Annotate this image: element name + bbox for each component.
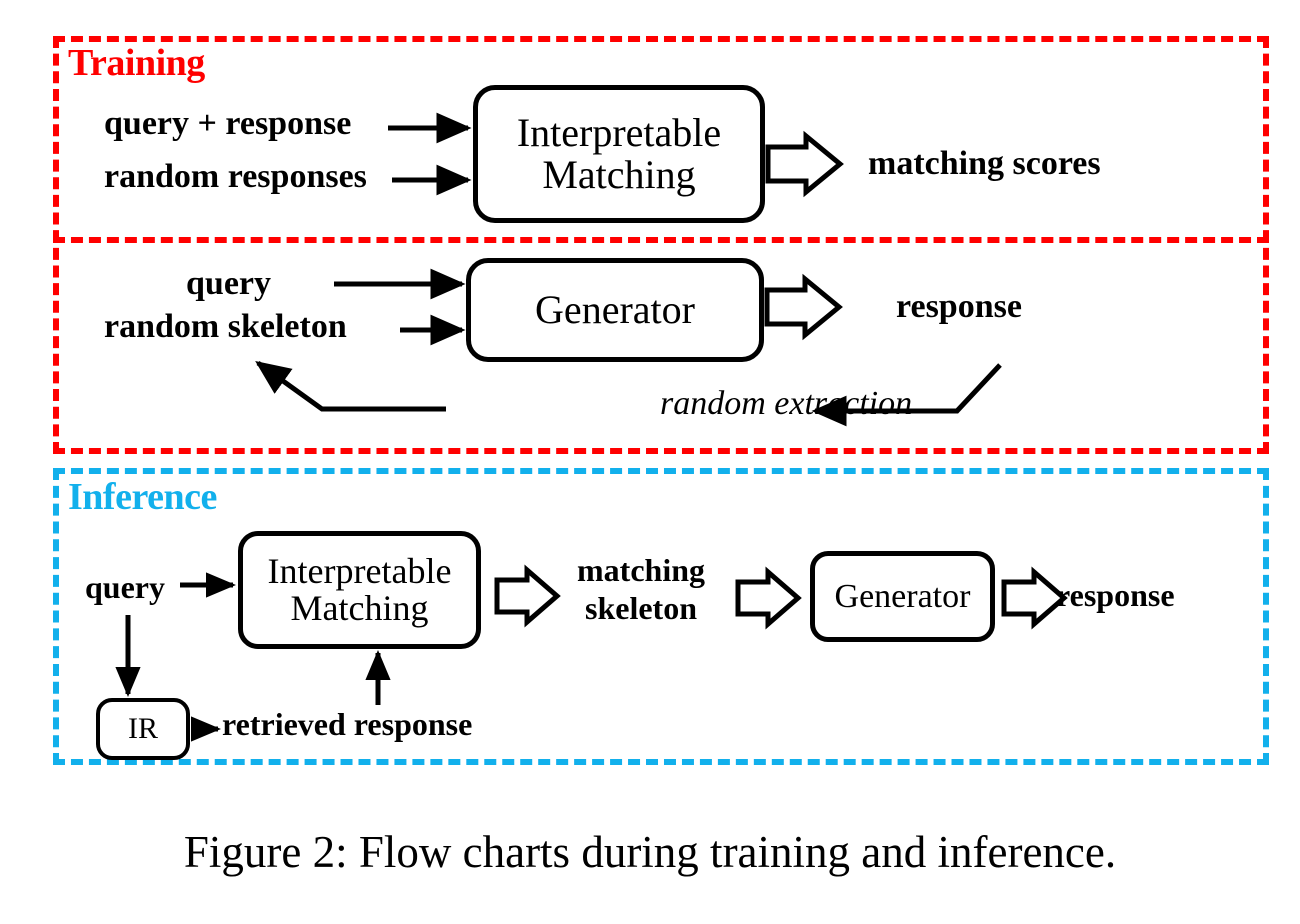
training-generator-output-response: response [896, 288, 1022, 325]
figure-caption: Figure 2: Flow charts during training an… [183, 827, 1117, 877]
inference-matching-skeleton-line1: matching [577, 552, 705, 588]
inference-panel-label: Inference [68, 476, 217, 518]
inference-im-line2: Matching [290, 588, 429, 628]
inference-panel [53, 468, 1269, 765]
inference-im-line1: Interpretable [267, 550, 452, 591]
inference-input-query: query [85, 569, 165, 605]
training-panel-divider [53, 237, 1269, 243]
training-interpretable-matching-box: Interpretable Matching [473, 85, 765, 223]
training-panel [53, 36, 1269, 454]
training-generator-box: Generator [466, 258, 764, 362]
training-output-matching-scores: matching scores [868, 145, 1101, 182]
inference-retrieved-response-label: retrieved response [222, 706, 473, 742]
training-feedback-random-extraction: random extraction [660, 385, 913, 422]
training-im-line2: Matching [542, 152, 696, 197]
inference-ir-box: IR [96, 698, 190, 760]
training-panel-label: Training [68, 42, 205, 84]
inference-matching-skeleton-label: matching skeleton [577, 552, 705, 628]
training-generator-input-query: query [186, 265, 271, 302]
training-input-query-plus-response: query + response [104, 105, 352, 142]
training-input-random-responses: random responses [104, 158, 367, 195]
training-generator-input-random-skeleton: random skeleton [104, 308, 347, 345]
training-im-line1: Interpretable [516, 110, 722, 156]
inference-output-response: response [1056, 577, 1175, 613]
inference-generator-box: Generator [810, 551, 995, 642]
inference-matching-skeleton-line2: skeleton [585, 589, 697, 626]
inference-interpretable-matching-box: Interpretable Matching [238, 531, 481, 649]
